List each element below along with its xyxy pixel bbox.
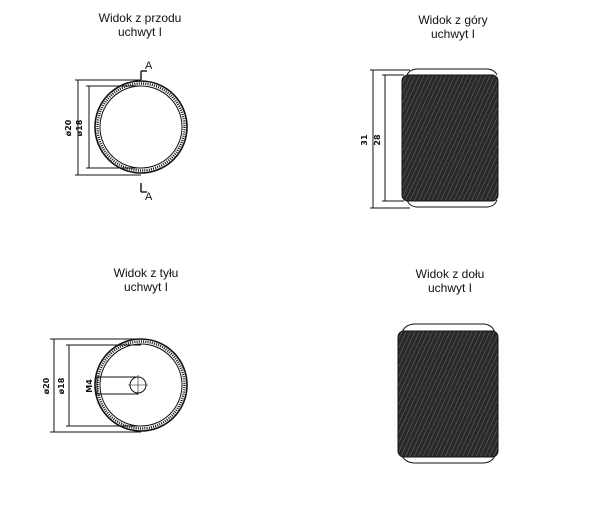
top-view-title: Widok z góry uchwyt I (373, 13, 533, 41)
bottom-view-title: Widok z dołu uchwyt I (370, 267, 530, 295)
front-section-label-top: A (145, 60, 153, 72)
front-section-label-bottom: A (145, 191, 153, 203)
top-dim-body-label: 28 (373, 134, 382, 146)
back-view-drawing (50, 338, 188, 433)
top-view-drawing (370, 68, 499, 209)
bottom-view-subtitle: uchwyt I (427, 281, 472, 295)
top-knurled-body (401, 74, 499, 202)
back-view-subtitle: uchwyt I (123, 280, 168, 294)
front-view-title-text: Widok z przodu (98, 11, 182, 25)
front-dim-inner-label: ø18 (75, 119, 84, 136)
back-view-title-text: Widok z tyłu (113, 266, 179, 280)
back-view-title: Widok z tyłu uchwyt I (66, 266, 226, 294)
front-knurl-ring (96, 82, 186, 172)
back-dim-inner-label: ø18 (57, 377, 66, 394)
bottom-view-title-text: Widok z dołu (415, 267, 485, 281)
top-cap-top (406, 68, 498, 76)
back-dim-thread-label: M4 (85, 379, 94, 393)
front-view-subtitle: uchwyt I (117, 25, 162, 39)
back-dim-outer-label: ø20 (42, 377, 51, 394)
bottom-cap-top (401, 323, 496, 334)
top-cap-bottom (406, 199, 498, 208)
top-view-subtitle: uchwyt I (430, 27, 475, 41)
front-outer-circle (94, 80, 188, 174)
front-view-drawing (75, 70, 188, 193)
front-dim-outer-label: ø20 (64, 119, 73, 136)
top-dim-total-label: 31 (360, 134, 369, 146)
front-view-title: Widok z przodu uchwyt I (60, 11, 220, 39)
front-inner-circle (99, 85, 183, 169)
bottom-knurled-body (397, 330, 499, 458)
top-view-title-text: Widok z góry (418, 13, 488, 27)
bottom-cap-bottom (401, 454, 496, 464)
bottom-view-drawing (397, 323, 499, 464)
